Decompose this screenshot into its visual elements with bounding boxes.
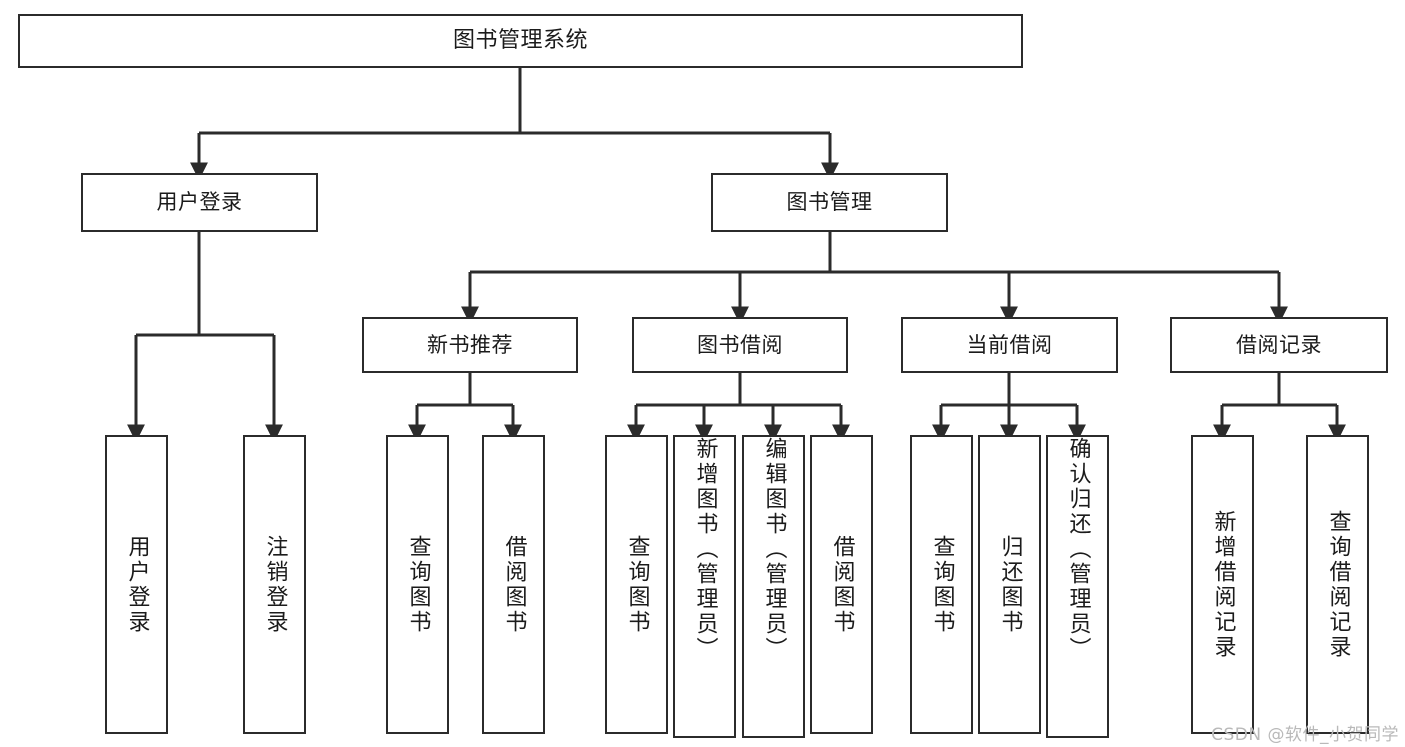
node-book-management[interactable]: 图书管理 xyxy=(711,173,948,232)
leaf-borrow-books-recommend[interactable]: 借阅图书 xyxy=(482,435,545,734)
node-label: 图书管理 xyxy=(786,190,873,215)
node-current-borrow[interactable]: 当前借阅 xyxy=(901,317,1118,373)
node-label: 编辑图书（管理员） xyxy=(761,437,787,662)
node-borrow-records[interactable]: 借阅记录 xyxy=(1170,317,1388,373)
node-label: 借阅图书 xyxy=(501,534,527,635)
leaf-query-books-current[interactable]: 查询图书 xyxy=(910,435,973,734)
leaf-edit-book-admin[interactable]: 编辑图书（管理员） xyxy=(742,435,805,738)
leaf-query-books-borrow[interactable]: 查询图书 xyxy=(605,435,668,734)
node-label: 查询借阅记录 xyxy=(1325,509,1351,660)
leaf-borrow-books[interactable]: 借阅图书 xyxy=(810,435,873,734)
leaf-query-books-recommend[interactable]: 查询图书 xyxy=(386,435,449,734)
node-label: 注销登录 xyxy=(262,534,288,635)
node-label: 查询图书 xyxy=(405,534,431,635)
leaf-user-login[interactable]: 用户登录 xyxy=(105,435,168,734)
node-label: 确认归还（管理员） xyxy=(1065,437,1091,662)
leaf-logout[interactable]: 注销登录 xyxy=(243,435,306,734)
watermark: CSDN @软件_小贺同学 xyxy=(1211,725,1399,745)
leaf-return-books[interactable]: 归还图书 xyxy=(978,435,1041,734)
node-label: 当前借阅 xyxy=(966,332,1053,357)
node-label: 归还图书 xyxy=(997,534,1023,635)
node-label: 新书推荐 xyxy=(427,332,513,357)
leaf-query-borrow-record[interactable]: 查询借阅记录 xyxy=(1306,435,1369,734)
node-label: 图书借阅 xyxy=(697,332,783,357)
node-label: 查询图书 xyxy=(624,534,650,635)
node-label: 借阅图书 xyxy=(829,534,855,635)
leaf-confirm-return-admin[interactable]: 确认归还（管理员） xyxy=(1046,435,1109,738)
leaf-add-book-admin[interactable]: 新增图书（管理员） xyxy=(673,435,736,738)
node-root-library-system[interactable]: 图书管理系统 xyxy=(18,14,1023,68)
node-new-book-recommend[interactable]: 新书推荐 xyxy=(362,317,578,373)
node-label: 借阅记录 xyxy=(1236,332,1322,357)
node-label: 新增借阅记录 xyxy=(1210,509,1236,660)
node-label: 新增图书（管理员） xyxy=(692,437,718,662)
node-label: 用户登录 xyxy=(124,534,150,635)
node-label: 查询图书 xyxy=(929,534,955,635)
node-book-borrow[interactable]: 图书借阅 xyxy=(632,317,848,373)
node-user-login[interactable]: 用户登录 xyxy=(81,173,318,232)
node-label: 图书管理系统 xyxy=(452,28,588,54)
node-label: 用户登录 xyxy=(156,190,243,215)
leaf-add-borrow-record[interactable]: 新增借阅记录 xyxy=(1191,435,1254,734)
